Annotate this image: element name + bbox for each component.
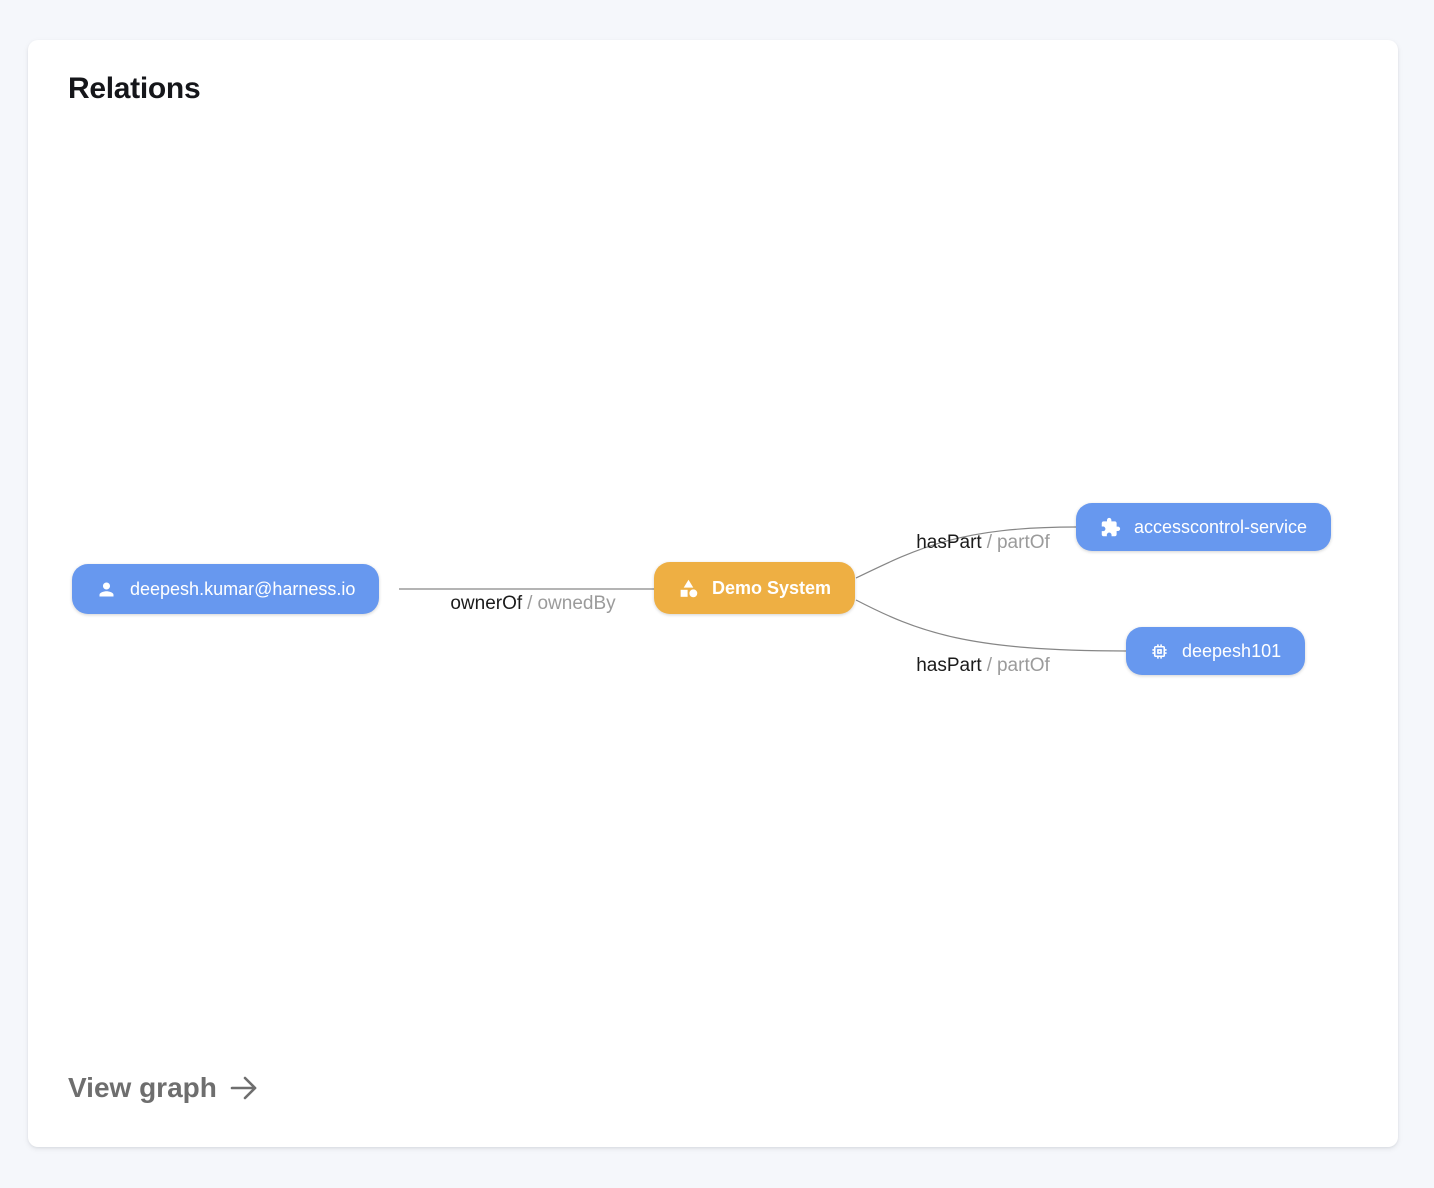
node-label: accesscontrol-service — [1134, 516, 1308, 537]
edge-label-haspart-top: hasPart/partOf — [916, 532, 1050, 554]
node-deepesh101[interactable]: deepesh101 — [1126, 627, 1306, 675]
node-demo-system[interactable]: Demo System — [654, 562, 856, 614]
node-label: Demo System — [712, 577, 832, 598]
puzzle-icon — [1100, 517, 1121, 538]
node-label: deepesh101 — [1182, 640, 1282, 661]
edge-label-separator: / — [527, 593, 533, 614]
relations-graph: ownerOf/ownedBy hasPart/partOf hasPart/p… — [28, 40, 1398, 1147]
relations-card: Relations ownerOf/ownedBy hasPart/partOf… — [28, 40, 1398, 1147]
edge-part-b — [855, 599, 1127, 652]
edge-label-primary: hasPart — [916, 532, 982, 553]
arrow-right-icon — [230, 1076, 257, 1100]
node-label: deepesh.kumar@harness.io — [130, 578, 356, 599]
category-icon — [678, 578, 699, 599]
edge-label-haspart-bottom: hasPart/partOf — [916, 655, 1050, 677]
edge-label-secondary: ownedBy — [537, 593, 616, 614]
edge-label-secondary: partOf — [996, 655, 1050, 676]
edge-label-separator: / — [986, 655, 992, 676]
edge-label-primary: hasPart — [916, 655, 982, 676]
edge-label-separator: / — [986, 532, 992, 553]
page-title: Relations — [68, 72, 201, 105]
edge-label-secondary: partOf — [996, 532, 1050, 553]
person-icon — [96, 579, 117, 600]
edge-label-ownerof: ownerOf/ownedBy — [450, 593, 615, 615]
node-user[interactable]: deepesh.kumar@harness.io — [72, 564, 380, 614]
node-accesscontrol-service[interactable]: accesscontrol-service — [1076, 503, 1332, 551]
view-graph-label: View graph — [68, 1072, 217, 1103]
edge-label-primary: ownerOf — [450, 593, 523, 614]
view-graph-link[interactable]: View graph — [68, 1072, 259, 1104]
chip-icon — [1150, 642, 1169, 661]
